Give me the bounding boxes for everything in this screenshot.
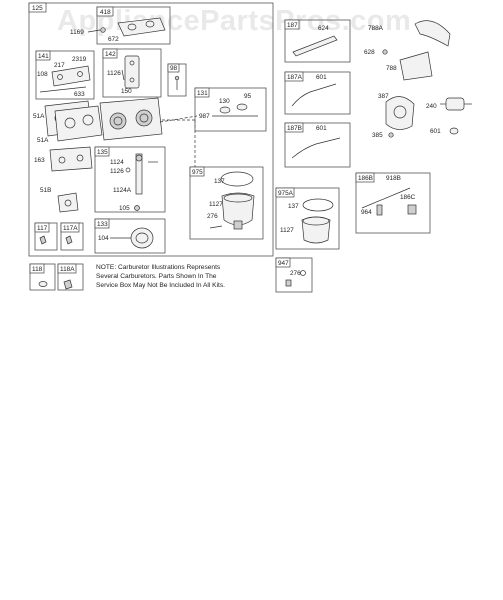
watermark-text: AppliancePartsPros.com <box>57 5 411 37</box>
gasket-163 <box>49 146 93 172</box>
tag-117: 117 <box>37 225 48 232</box>
part-1126: 1126 <box>107 70 121 77</box>
label-628: 628 <box>364 49 375 56</box>
tag-131: 131 <box>197 90 208 97</box>
part-276-b: 276 <box>290 270 301 277</box>
tag-117A: 117A <box>63 225 78 232</box>
note-line-3: Service Box May Not Be Included In All K… <box>96 282 225 289</box>
group-125: 125 <box>28 2 274 257</box>
group-135: 135 1124 1126 1124A 105 <box>94 146 166 213</box>
part-601-b: 601 <box>316 125 327 132</box>
part-217: 217 <box>54 62 65 69</box>
part-964: 964 <box>361 209 372 216</box>
fuel-filter-240 <box>445 97 465 111</box>
note-line-2: Several Carburetors. Parts Shown In The <box>96 273 217 280</box>
label-788: 788 <box>386 65 397 72</box>
group-187A: 187A 601 <box>284 71 351 115</box>
tag-98: 98 <box>170 65 178 72</box>
part-918B: 918B <box>386 175 401 182</box>
part-108: 108 <box>37 71 48 78</box>
group-117: 117 <box>34 222 58 251</box>
group-133: 133 104 <box>94 218 166 254</box>
tag-187: 187 <box>287 22 298 29</box>
group-118: 118 <box>29 263 56 291</box>
part-186C: 186C <box>400 194 416 201</box>
tag-418: 418 <box>100 9 111 16</box>
part-1124: 1124 <box>110 159 124 166</box>
tag-118A: 118A <box>60 266 75 273</box>
label-601: 601 <box>430 128 441 135</box>
part-150: 150 <box>121 88 132 95</box>
bracket-788A <box>414 20 451 47</box>
label-240: 240 <box>426 103 437 110</box>
part-1169: 1169 <box>70 29 84 36</box>
gasket-51B <box>57 192 79 213</box>
group-98: 98 <box>167 63 187 97</box>
label-387: 387 <box>378 93 389 100</box>
group-117A: 117A <box>60 222 84 251</box>
group-975A: 975A 137 1127 <box>275 187 340 250</box>
group-131: 131 130 95 987 <box>159 87 267 132</box>
group-975: 975 137 1127 276 <box>189 166 264 240</box>
label-51A-bottom: 51A <box>37 137 49 144</box>
part-130: 130 <box>219 98 230 105</box>
tag-142: 142 <box>105 51 116 58</box>
tag-118: 118 <box>32 266 43 273</box>
tag-125: 125 <box>32 5 43 12</box>
tag-186B: 186B <box>358 175 373 182</box>
group-118A: 118A <box>57 263 84 291</box>
group-947: 947 276 <box>275 257 313 293</box>
tag-135: 135 <box>97 149 108 156</box>
part-601-a: 601 <box>316 74 327 81</box>
tag-947: 947 <box>278 260 289 267</box>
part-104: 104 <box>98 235 109 242</box>
part-672: 672 <box>108 36 119 43</box>
part-137: 137 <box>214 178 225 185</box>
part-105: 105 <box>119 205 130 212</box>
label-385: 385 <box>372 132 383 139</box>
group-142: 142 1126 150 <box>102 48 162 98</box>
part-987: 987 <box>199 113 210 120</box>
label-51A-top: 51A <box>33 113 45 120</box>
part-95: 95 <box>244 93 252 100</box>
part-1124A: 1124A <box>113 187 132 194</box>
clamp-601 <box>449 127 459 135</box>
part-2319: 2319 <box>72 56 87 63</box>
part-624: 624 <box>318 25 329 32</box>
group-187B: 187B 601 <box>284 122 351 168</box>
tag-975: 975 <box>192 169 203 176</box>
tag-133: 133 <box>97 221 108 228</box>
bracket-788 <box>399 51 433 81</box>
label-788A: 788A <box>368 25 384 32</box>
part-276: 276 <box>207 213 218 220</box>
part-1127-b: 1127 <box>280 227 294 234</box>
gasket-51A-bottom <box>54 105 103 142</box>
tag-187B: 187B <box>287 125 302 132</box>
label-51B: 51B <box>40 187 51 194</box>
carburetor-note: NOTE: Carburetor Illustrations Represent… <box>96 264 225 289</box>
part-1127: 1127 <box>209 201 223 208</box>
part-1126-b: 1126 <box>110 168 124 175</box>
part-137-b: 137 <box>288 203 299 210</box>
tag-975A: 975A <box>278 190 294 197</box>
fuel-pump-387 <box>385 96 415 130</box>
note-line-1: NOTE: Carburetor Illustrations Represent… <box>96 264 221 271</box>
carburetor-body <box>99 97 196 172</box>
tag-187A: 187A <box>287 74 303 81</box>
group-418: 418 1169 672 <box>70 6 171 45</box>
group-187: 187 624 <box>284 19 351 63</box>
tag-141: 141 <box>38 53 49 60</box>
group-186B: 186B 918B 186C 964 <box>355 172 431 234</box>
group-141: 141 217 2319 108 633 <box>35 50 95 100</box>
label-163: 163 <box>34 157 45 164</box>
part-633: 633 <box>74 91 85 98</box>
